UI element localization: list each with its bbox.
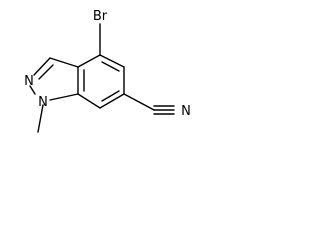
bond-n1-methyl [37, 104, 44, 133]
pyrazole-nitrogen-label: N [24, 74, 34, 89]
nitrile-nitrogen-label: N [181, 104, 191, 119]
bond-c3a-c4 [77, 54, 101, 68]
bond-c4-c5 [99, 54, 125, 68]
bromine-label: Br [93, 9, 108, 24]
bond-c3a-c3 [49, 57, 79, 68]
bond-c4-c5-inner [101, 61, 120, 72]
bond-c6-c7-inner [101, 90, 120, 102]
chemical-structure: Br N N N [24, 9, 191, 133]
bond-c6-cn [123, 93, 155, 111]
bond-n1-c7a [49, 93, 79, 101]
bond-n2-n1 [29, 85, 36, 95]
bond-c7-c7a [77, 93, 101, 109]
bond-c3-n2 [33, 57, 51, 76]
bond-c6-c7 [99, 93, 125, 109]
bond-c3-n2-inner [38, 64, 54, 80]
methyl-nitrogen-label: N [38, 95, 48, 110]
